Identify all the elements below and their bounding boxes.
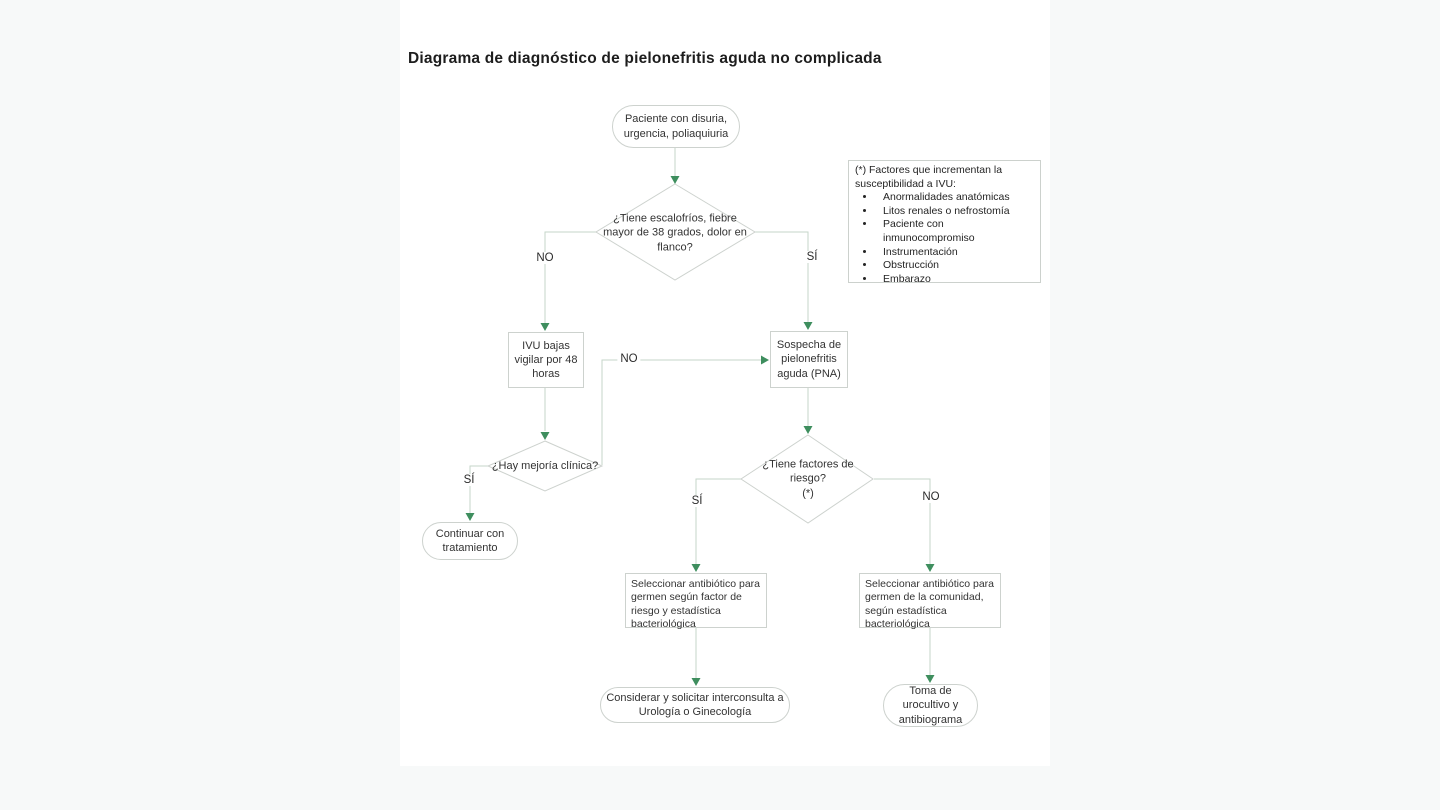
note-item: Obstrucción xyxy=(876,259,1035,273)
edge-label-improvement-no: NO xyxy=(617,353,641,365)
edge-label-risk-no: NO xyxy=(919,491,943,503)
edge-label-risk-si: SÍ xyxy=(688,495,706,507)
node-ivu-low: IVU bajas vigilar por 48 horas xyxy=(508,332,584,388)
note-item: Litos renales o nefrostomía xyxy=(876,205,1035,219)
node-antibiotic-risk: Seleccionar antibiótico para germen segú… xyxy=(625,573,767,630)
note-item: Instrumentación xyxy=(876,246,1035,260)
note-item: Paciente con inmunocompromiso xyxy=(876,218,1035,245)
node-antibiotic-community: Seleccionar antibiótico para germen de l… xyxy=(859,573,1001,630)
node-start: Paciente con disuria, urgencia, poliaqui… xyxy=(612,105,740,148)
node-risk-question-text: ¿Tiene factores de riesgo? (*) xyxy=(762,458,854,500)
note-item: Anormalidades anatómicas xyxy=(876,191,1035,205)
node-improvement-question-text: ¿Hay mejoría clínica? xyxy=(491,459,599,472)
page-title: Diagrama de diagnóstico de pielonefritis… xyxy=(408,50,882,67)
edge-label-improvement-si: SÍ xyxy=(460,474,478,486)
edge-label-fever-si: SÍ xyxy=(803,251,821,263)
node-interconsult: Considerar y solicitar interconsulta a U… xyxy=(600,687,790,723)
note-box: (*) Factores que incrementan la suscepti… xyxy=(848,160,1041,286)
node-urine-culture: Toma de urocultivo y antibiograma xyxy=(883,684,978,727)
edge-label-fever-no: NO xyxy=(533,252,557,264)
note-item: Embarazo xyxy=(876,273,1035,287)
node-pna-suspicion: Sospecha de pielonefritis aguda (PNA) xyxy=(770,331,848,388)
node-continue-treatment: Continuar con tratamiento xyxy=(422,522,518,560)
note-heading: (*) Factores que incrementan la suscepti… xyxy=(855,164,1003,190)
node-fever-question-text: ¿Tiene escalofríos, fiebre mayor de 38 g… xyxy=(603,212,747,254)
note-list: Anormalidades anatómicas Litos renales o… xyxy=(855,191,1035,286)
